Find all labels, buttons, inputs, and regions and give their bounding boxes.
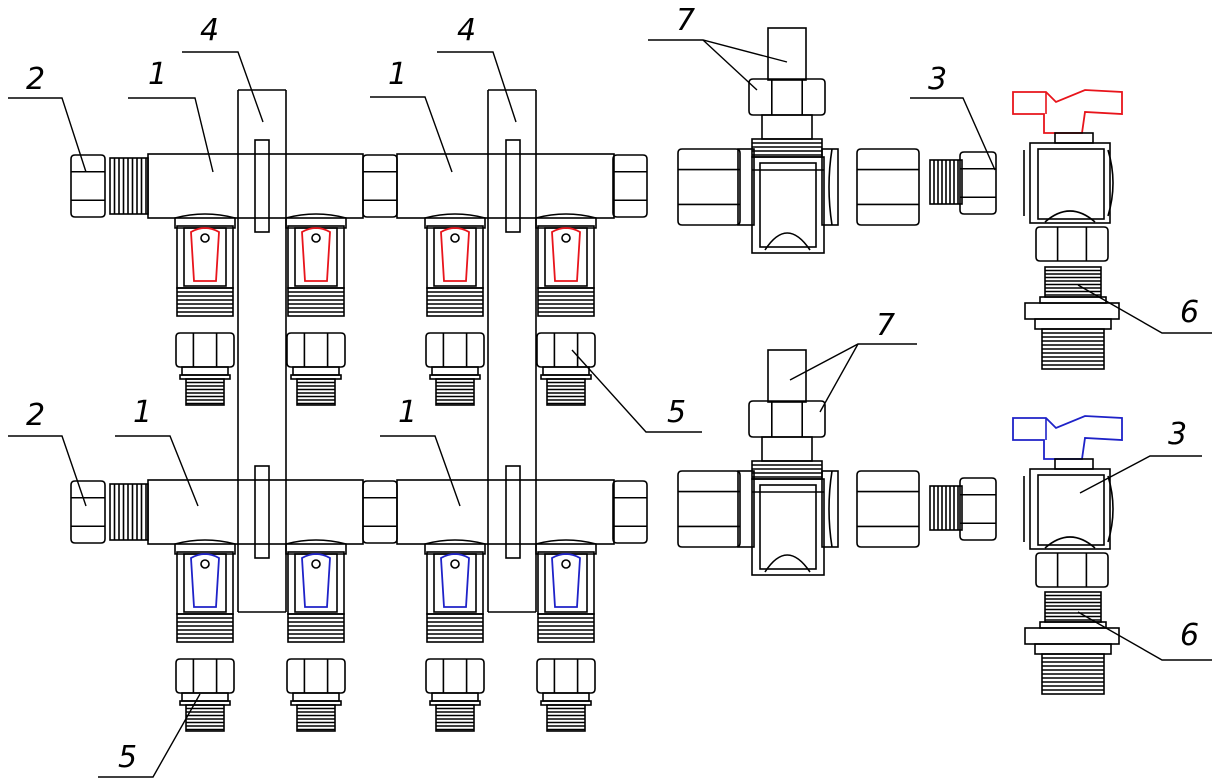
leader-line [819, 343, 859, 413]
manifold-return-branch-valve [174, 539, 236, 643]
ball-valve-7-lower [677, 349, 920, 576]
callout-7-lower: 7 [876, 308, 895, 343]
callout-2-lower: 2 [26, 398, 45, 433]
leader-line [571, 349, 702, 433]
callout-1-upper-right: 1 [388, 57, 407, 92]
leader-lines [8, 39, 1212, 778]
end-valve-3-lower [929, 415, 1123, 588]
fitting-lower [536, 658, 596, 732]
leader-line [789, 343, 917, 381]
fitting-lower [175, 658, 235, 732]
callout-7-upper: 7 [676, 3, 695, 38]
fitting-upper [425, 332, 485, 406]
callout-labels: 1 1 1 1 2 2 3 3 4 4 5 5 6 6 7 7 [26, 3, 1199, 775]
callout-1-upper-left: 1 [148, 57, 167, 92]
end-valve-3-upper [929, 89, 1123, 262]
leader-line [182, 51, 264, 123]
ball-valve-7-upper [677, 27, 920, 254]
leader-line [8, 97, 87, 173]
line-art [70, 27, 1123, 732]
manifold-return [70, 465, 648, 643]
fitting-lower [425, 658, 485, 732]
leader-line [910, 97, 996, 171]
callout-2-upper: 2 [26, 62, 45, 97]
manifold-supply-branch-valve [174, 213, 236, 317]
callout-4-left: 4 [200, 13, 219, 48]
manifold-supply-branch-valve [285, 213, 347, 317]
leader-line [1077, 611, 1212, 661]
adapter-6-lower [1024, 591, 1120, 695]
leader-line [128, 97, 214, 173]
leader-line [115, 435, 199, 507]
fitting-upper [536, 332, 596, 406]
leader-line [1077, 284, 1212, 334]
manifold-return-branch-valve [535, 539, 597, 643]
leader-line [648, 39, 788, 63]
callout-1-lower-left: 1 [133, 395, 152, 430]
leader-line [8, 435, 87, 507]
manifold-return-branch-valve [424, 539, 486, 643]
leader-line [98, 693, 201, 778]
manifold-supply [70, 139, 648, 317]
callout-3-lower: 3 [1168, 417, 1187, 452]
leader-line [702, 39, 758, 91]
leader-line [437, 51, 517, 123]
manifold-supply-branch-valve [535, 213, 597, 317]
fitting-lower [286, 658, 346, 732]
manifold-return-branch-valve [285, 539, 347, 643]
leader-line [1079, 455, 1202, 494]
leader-line [380, 435, 461, 507]
callout-5-lower: 5 [118, 740, 137, 775]
fitting-upper [286, 332, 346, 406]
callout-6-lower: 6 [1180, 618, 1199, 653]
callout-5-upper: 5 [667, 395, 686, 430]
mounting-brackets [237, 89, 537, 613]
adapter-6-upper [1024, 266, 1120, 370]
fitting-upper [175, 332, 235, 406]
callout-1-lower-right: 1 [398, 395, 417, 430]
callout-3-upper: 3 [928, 62, 947, 97]
callout-4-right: 4 [457, 13, 476, 48]
callout-6-upper: 6 [1180, 295, 1199, 330]
leader-line [370, 96, 453, 173]
manifold-supply-branch-valve [424, 213, 486, 317]
